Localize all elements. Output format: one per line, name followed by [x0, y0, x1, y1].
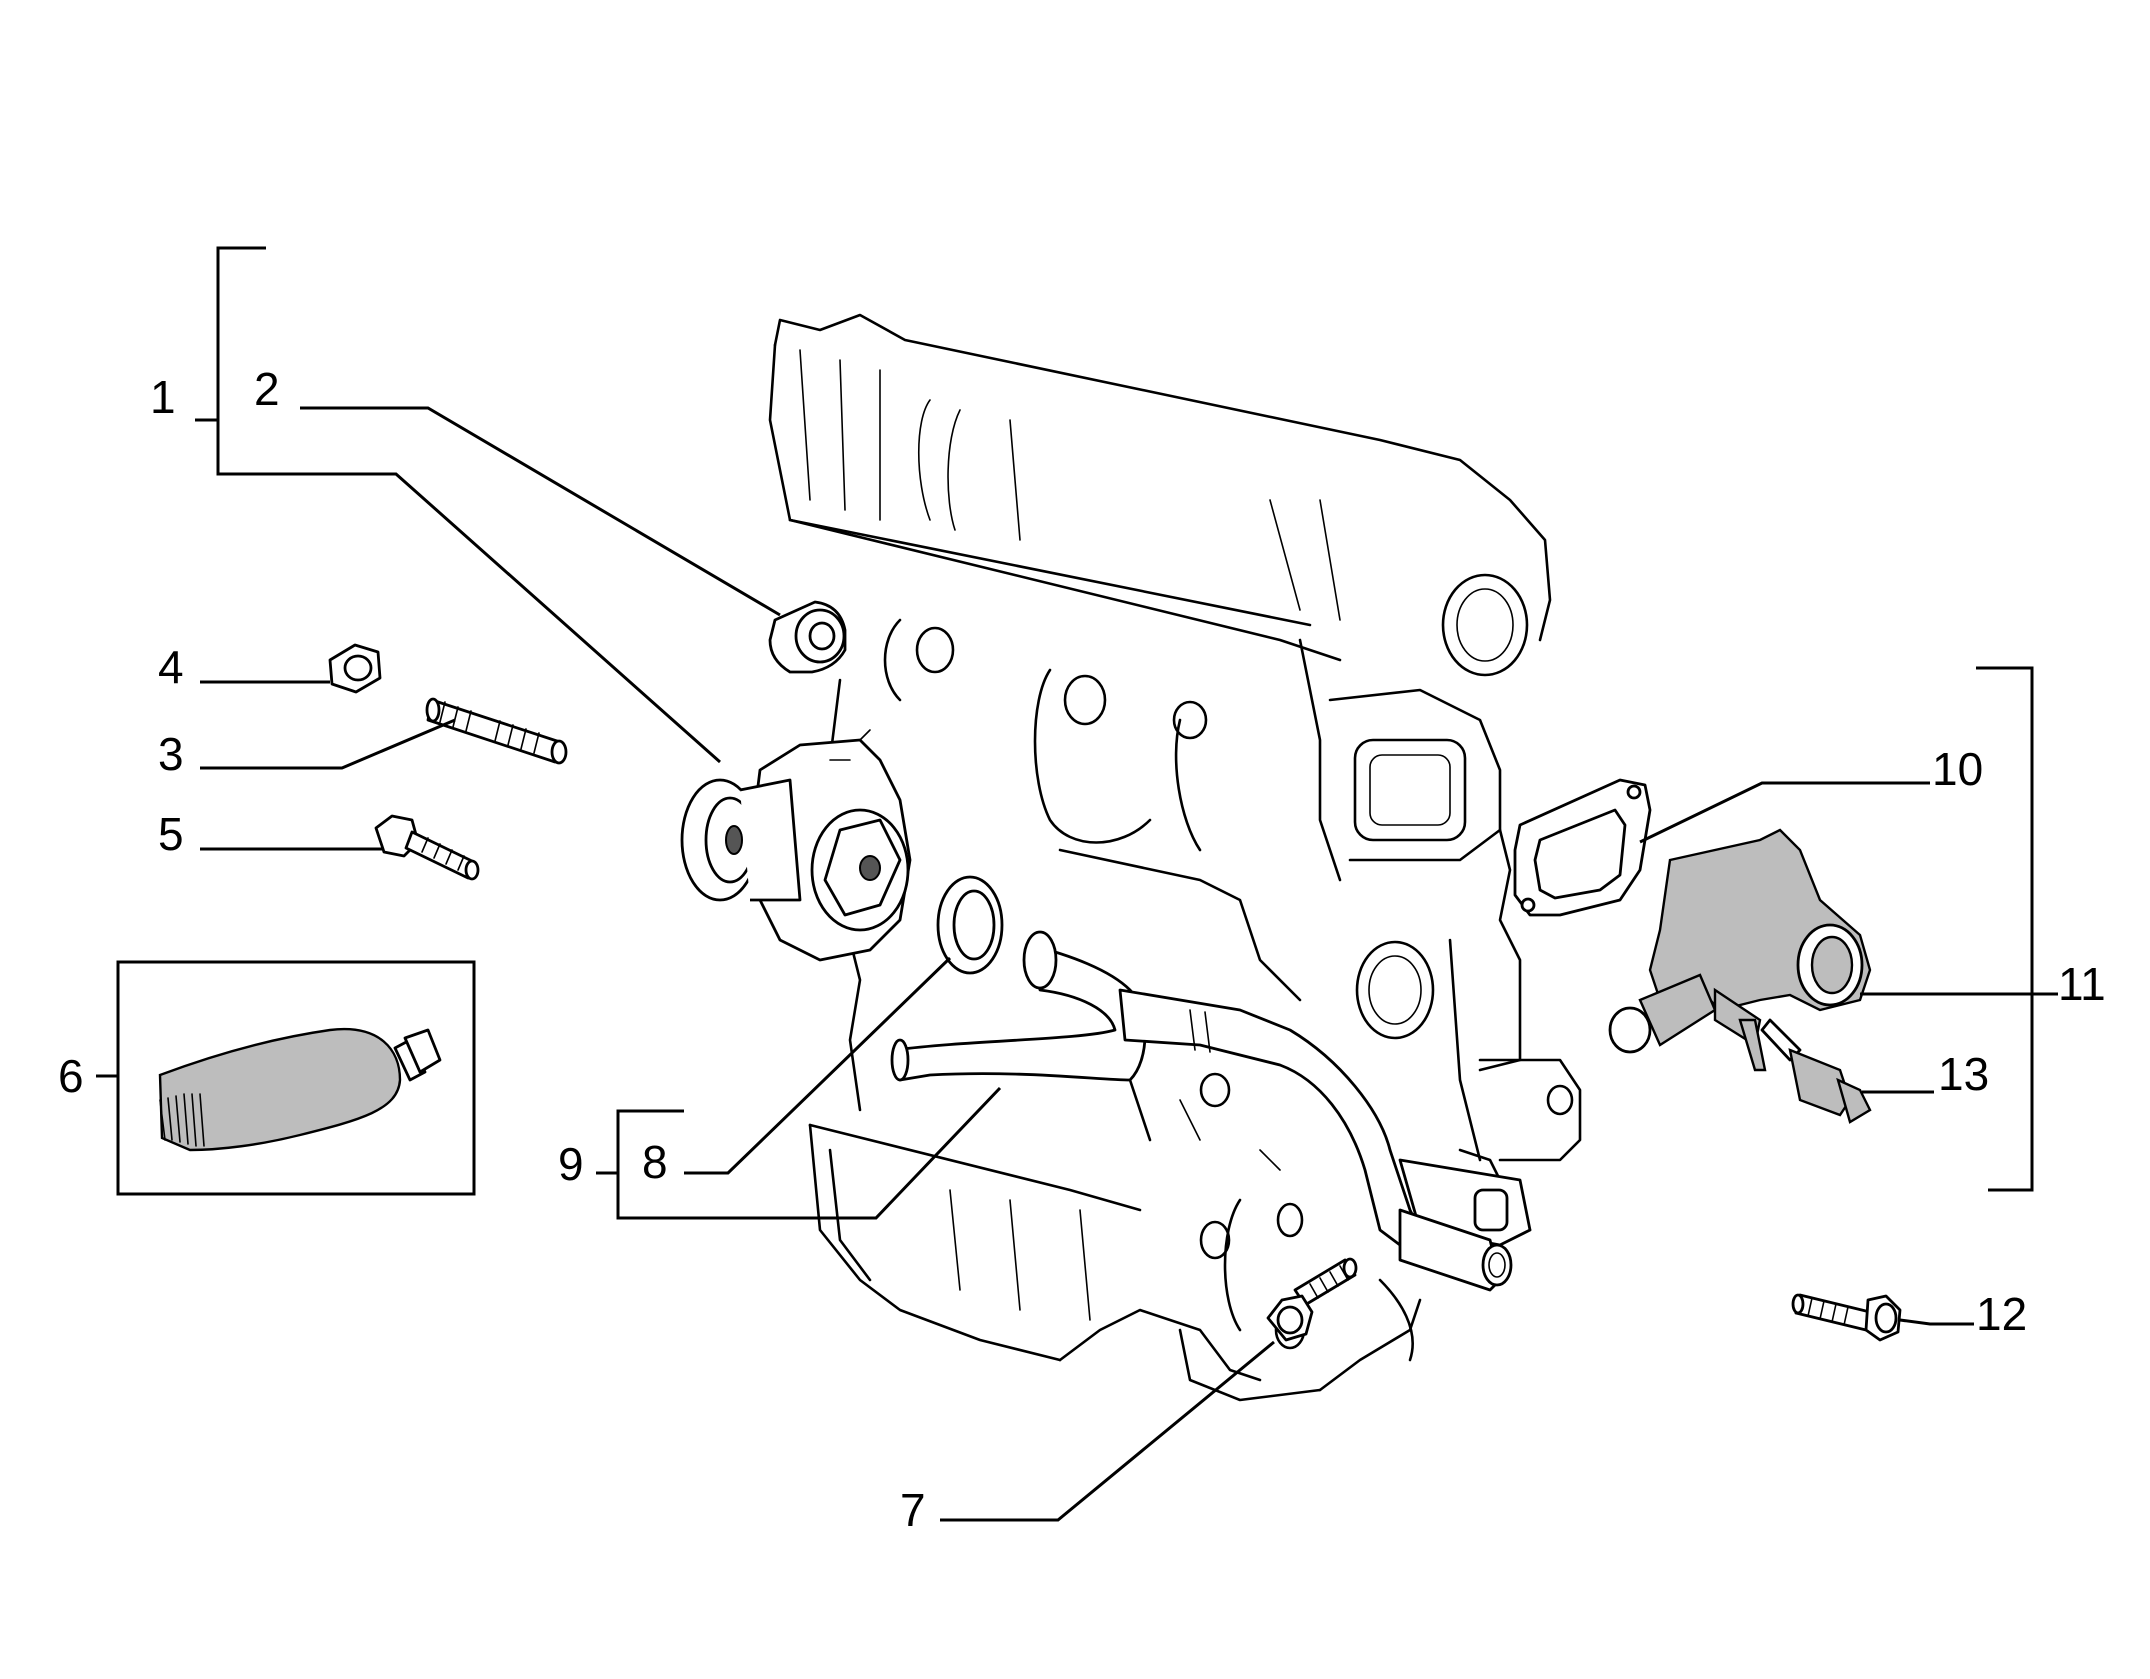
callout-1: 1: [150, 371, 176, 423]
callout-8: 8: [642, 1136, 668, 1188]
callout-labels: 1 2 3 4 5 6 7 8 9 10 11 12 13: [58, 363, 2106, 1536]
callout-2: 2: [254, 363, 280, 415]
callout-9: 9: [558, 1138, 584, 1190]
stud-part: [425, 697, 568, 765]
engine-block-outline: [768, 313, 1582, 1402]
bolt-12-part: [1791, 1293, 1902, 1342]
gasket-part: [1513, 778, 1652, 917]
sealant-box: [116, 960, 476, 1196]
sealant-tube-part: [116, 960, 476, 1196]
water-pump-part: [680, 729, 912, 962]
sealing-ring-part: [936, 875, 1004, 975]
temperature-sensor-part: [1760, 1018, 1872, 1124]
coolant-pipe-part: [890, 930, 1532, 1292]
bushing-part: [768, 600, 847, 674]
callout-11: 11: [2058, 958, 2106, 1010]
bolt-7-part: [1266, 1257, 1358, 1342]
thermostat-housing-part: [1608, 828, 1872, 1072]
bolt-part: [374, 814, 480, 881]
callout-10: 10: [1932, 743, 1983, 795]
callout-5: 5: [158, 808, 184, 860]
callout-4: 4: [158, 641, 184, 693]
leader-lines: [96, 246, 2058, 1522]
callout-3: 3: [158, 728, 184, 780]
callout-6: 6: [58, 1050, 84, 1102]
nut-part: [328, 643, 382, 694]
callout-7: 7: [900, 1484, 926, 1536]
callout-12: 12: [1976, 1288, 2027, 1340]
callout-13: 13: [1938, 1048, 1989, 1100]
